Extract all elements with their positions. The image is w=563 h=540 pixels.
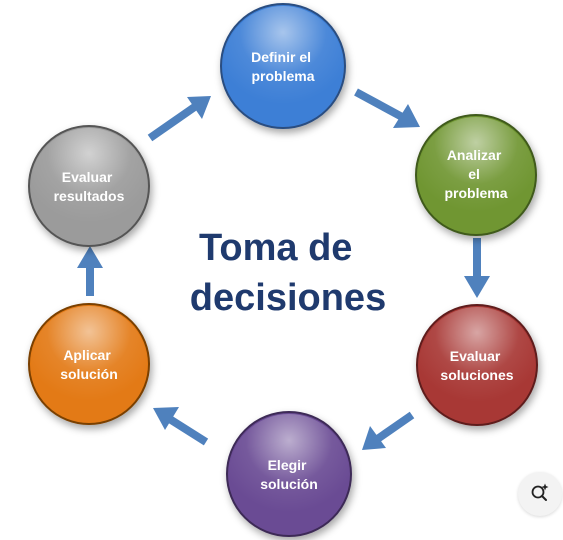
center-title-line-2: decisiones [190, 277, 386, 319]
arrow-aplicar-to-evaluar-resultados [77, 246, 103, 296]
node-label-line: Definir el [251, 49, 311, 65]
svg-text:Aplicar solución: Aplicar solución [60, 347, 118, 382]
arrow-evaluar-resultados-to-definir [147, 96, 211, 142]
arrow-elegir-to-aplicar [153, 407, 209, 446]
node-evaluar-soluciones: Evaluar soluciones [416, 304, 538, 426]
lens-search-icon [530, 482, 550, 507]
svg-text:Definir el problema: Definir el problema [251, 49, 315, 84]
node-label-line: Analizar [447, 147, 502, 163]
node-label-line: solución [60, 366, 118, 382]
svg-text:Evaluar resultados: Evaluar resultados [54, 169, 125, 204]
node-label-line: Evaluar [450, 348, 501, 364]
node-label-line: resultados [54, 188, 125, 204]
node-evaluar-resultados: Evaluar resultados [28, 125, 150, 247]
node-label-line: problema [251, 68, 314, 84]
center-title: Toma de decisiones [190, 227, 386, 319]
node-label-line: solución [260, 476, 318, 492]
arrow-evaluar-soluciones-to-elegir [362, 411, 415, 450]
node-label-line: Aplicar [63, 347, 111, 363]
center-title-line-1: Toma de [199, 227, 352, 269]
node-label-line: soluciones [440, 367, 513, 383]
node-definir-problema: Definir el problema [220, 3, 346, 129]
svg-text:Evaluar soluciones: Evaluar soluciones [440, 348, 513, 383]
node-label-line: problema [444, 185, 507, 201]
node-label-line: el [468, 166, 480, 182]
node-analizar-problema: Analizar el problema [415, 114, 537, 236]
node-aplicar-solucion: Aplicar solución [28, 303, 150, 425]
svg-text:Analizar el proble: Analizar el problema [444, 147, 507, 201]
arrow-analizar-to-evaluar-soluciones [464, 238, 490, 298]
node-elegir-solucion: Elegir solución [226, 411, 352, 537]
node-label-line: Evaluar [62, 169, 113, 185]
arrow-definir-to-analizar [354, 88, 420, 128]
svg-text:Elegir solución: Elegir solución [260, 457, 318, 492]
lens-search-button[interactable] [518, 472, 562, 516]
node-label-line: Elegir [268, 457, 307, 473]
cycle-arrows [77, 88, 490, 450]
